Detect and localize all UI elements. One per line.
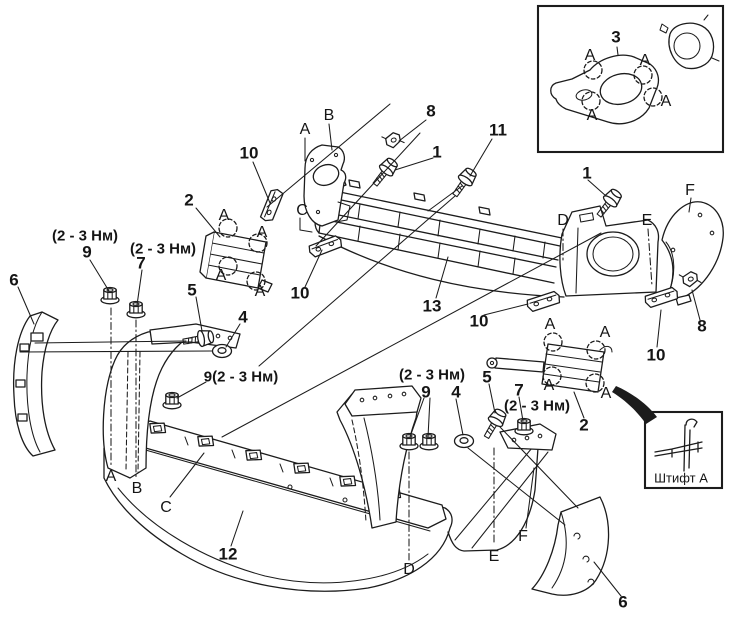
torque-note-1: (2 - 3 Нм) bbox=[51, 227, 119, 245]
part-label-12: 12 bbox=[218, 544, 238, 564]
part-label-7-left: 7 bbox=[136, 253, 146, 273]
part-label-9-bottom: 9 bbox=[421, 382, 431, 402]
part-label-6-left: 6 bbox=[9, 270, 19, 290]
leader-lines bbox=[17, 46, 701, 597]
torque-note-2: (2 - 3 Нм) bbox=[129, 240, 197, 258]
part-label-2-right: 2 bbox=[579, 415, 589, 435]
part-label-5-left: 5 bbox=[187, 280, 197, 300]
part-label-1-top: 1 bbox=[432, 142, 442, 162]
pin-box-caption: Штифт А bbox=[654, 470, 708, 486]
pos-a-bracket-left-2: A bbox=[256, 224, 268, 241]
pin-reference-arrow bbox=[612, 386, 657, 424]
pos-a-top: A bbox=[299, 121, 311, 138]
part-label-13: 13 bbox=[422, 296, 442, 316]
part-label-4-bottom: 4 bbox=[451, 382, 461, 402]
pos-e-bottom: E bbox=[488, 548, 500, 565]
pos-a-bracket-left-1: A bbox=[218, 207, 230, 224]
torque-note-4: (2 - 3 Нм) bbox=[503, 397, 571, 415]
rear-bumper-group bbox=[12, 286, 613, 596]
part-label-2-left: 2 bbox=[184, 190, 194, 210]
part-label-10-center: 10 bbox=[469, 311, 489, 331]
pos-d-top: D bbox=[557, 212, 569, 229]
pos-b-bottom: B bbox=[131, 480, 143, 497]
part-label-10-topleft: 10 bbox=[239, 143, 259, 163]
torque-note-3: (2 - 3 Нм) bbox=[398, 366, 466, 384]
part-label-3: 3 bbox=[611, 27, 621, 47]
part-label-9-left: 9 bbox=[82, 242, 92, 262]
pos-a-inset-3: A bbox=[586, 107, 598, 124]
pos-f-top: F bbox=[685, 182, 695, 199]
part-label-6-right: 6 bbox=[618, 592, 628, 612]
pos-a-bracket-right-2: A bbox=[599, 324, 611, 341]
pos-a-bottom: A bbox=[105, 468, 117, 485]
pos-a-bracket-left-3: A bbox=[215, 267, 227, 284]
part-label-10-right: 10 bbox=[646, 345, 666, 365]
part-label-1-right: 1 bbox=[582, 163, 592, 183]
pos-a-bracket-right-1: A bbox=[544, 316, 556, 333]
pos-b-top: B bbox=[323, 107, 335, 124]
front-bumper-group bbox=[199, 129, 724, 313]
pos-a-inset-4: A bbox=[660, 93, 672, 110]
part-label-4-left: 4 bbox=[238, 307, 248, 327]
pos-f-bottom: F bbox=[518, 528, 528, 545]
pin-inset bbox=[643, 410, 724, 490]
pos-a-bracket-right-4: A bbox=[600, 385, 612, 402]
part-label-7-bottom: 7 bbox=[514, 380, 524, 400]
pos-c-top: C bbox=[296, 202, 308, 219]
part-label-8-top: 8 bbox=[426, 101, 436, 121]
part-label-5-bottom: 5 bbox=[482, 367, 492, 387]
pos-d-bottom: D bbox=[403, 561, 415, 578]
pos-a-inset-1: A bbox=[584, 47, 596, 64]
part-label-11: 11 bbox=[489, 120, 507, 140]
pos-a-inset-2: A bbox=[639, 52, 651, 69]
part-label-8-right: 8 bbox=[697, 316, 707, 336]
pos-a-bracket-left-4: A bbox=[254, 283, 266, 300]
pos-a-bracket-right-3: A bbox=[543, 377, 555, 394]
fog-lamp-inset bbox=[536, 4, 725, 154]
pos-c-bottom: C bbox=[160, 499, 172, 516]
pos-e-top: E bbox=[641, 212, 653, 229]
part-label-9-torque: 9(2 - 3 Нм) bbox=[203, 368, 279, 386]
part-label-10-midleft: 10 bbox=[290, 283, 310, 303]
